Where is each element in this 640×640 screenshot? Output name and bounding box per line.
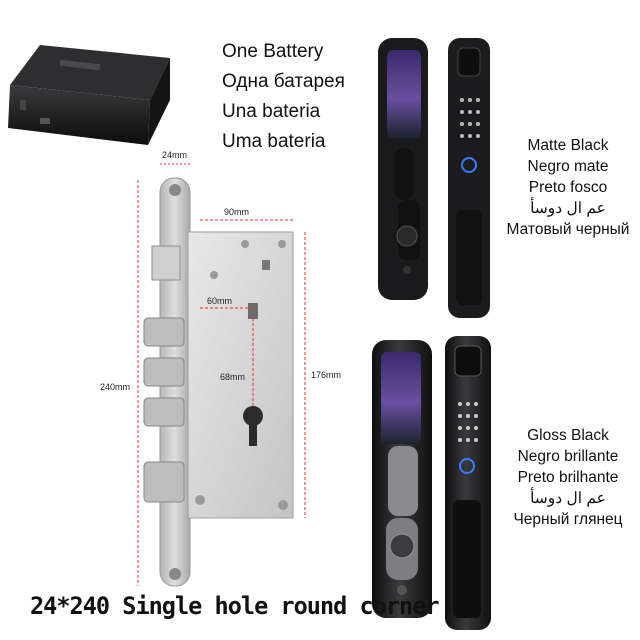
finish-gloss-ar: عم ال دوسأ bbox=[530, 490, 606, 507]
finish-gloss-ru: Черный глянец bbox=[513, 511, 623, 528]
battery-label-pt: Uma bateria bbox=[222, 131, 326, 152]
dim-width: 24mm bbox=[162, 150, 188, 160]
finish-matte-en: Matte Black bbox=[527, 137, 609, 154]
dim-body: 90mm bbox=[224, 207, 250, 217]
finish-matte-ru: Матовый черный bbox=[506, 221, 630, 238]
finish-gloss-en: Gloss Black bbox=[527, 427, 609, 444]
mortise-lock-icon bbox=[143, 177, 294, 587]
dim-length: 240mm bbox=[100, 382, 131, 392]
caption: 24*240 Single hole round corner bbox=[30, 592, 440, 620]
battery-label-ru: Одна батарея bbox=[222, 71, 345, 92]
finish-gloss-es: Negro brillante bbox=[517, 448, 619, 465]
smart-lock-gloss-icon bbox=[372, 336, 491, 630]
finish-matte-list: Matte Black Negro mate Preto fosco عم ال… bbox=[503, 135, 633, 240]
finish-gloss-list: Gloss Black Negro brillante Preto brilha… bbox=[503, 425, 633, 530]
dimension-lines bbox=[137, 163, 306, 586]
finish-matte-ar: عم ال دوسأ bbox=[530, 200, 606, 217]
dim-backset: 60mm bbox=[207, 296, 233, 306]
dim-height: 176mm bbox=[311, 370, 342, 380]
battery-pack-icon bbox=[8, 45, 170, 145]
battery-label-en: One Battery bbox=[222, 41, 324, 62]
dim-center: 68mm bbox=[220, 372, 246, 382]
battery-label-es: Una bateria bbox=[222, 101, 321, 122]
battery-label-list: One Battery Одна батарея Una bateria Uma… bbox=[222, 40, 345, 154]
finish-matte-es: Negro mate bbox=[527, 158, 609, 175]
smart-lock-matte-icon bbox=[378, 38, 490, 318]
finish-matte-pt: Preto fosco bbox=[528, 179, 608, 196]
finish-gloss-pt: Preto brilhante bbox=[517, 469, 619, 486]
